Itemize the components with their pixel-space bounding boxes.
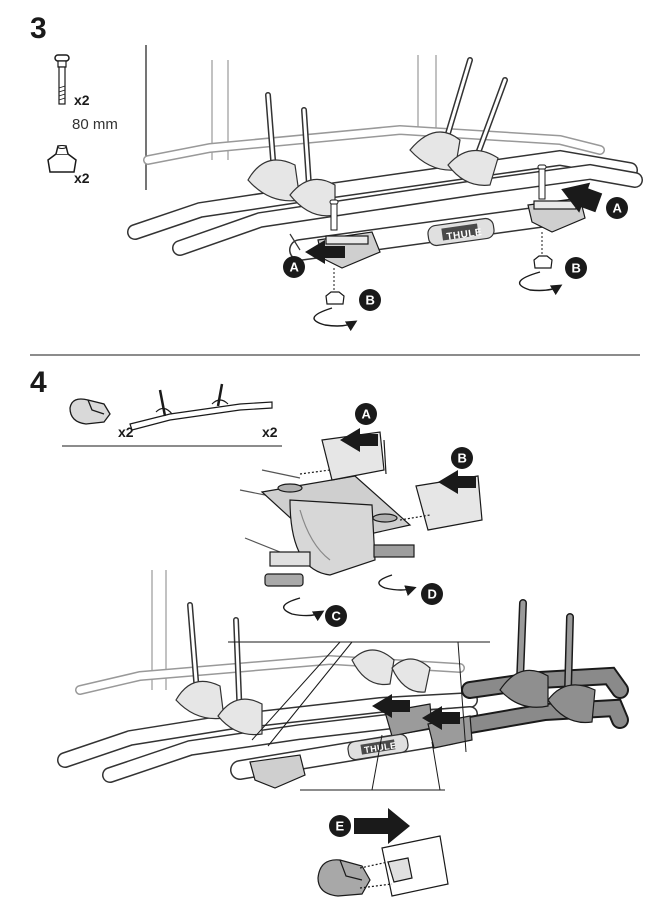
rotate-arrow-left: [313, 307, 358, 332]
rotate-arrow-c: [283, 597, 325, 622]
insert-arrow-right: [422, 706, 460, 730]
slide-arrow-b: [438, 470, 476, 494]
svg-text:A: A: [290, 260, 300, 275]
rotate-arrow-d: [378, 574, 417, 596]
svg-text:D: D: [428, 587, 437, 602]
callout-a-left: A: [283, 256, 305, 278]
rack-step3: [127, 55, 643, 269]
svg-text:B: B: [366, 293, 375, 308]
knob-left: [325, 291, 345, 305]
push-arrow-e: [354, 808, 410, 844]
svg-text:B: B: [458, 451, 467, 466]
svg-text:A: A: [613, 201, 623, 216]
step-3-number: 3: [30, 12, 47, 45]
knob-right: [533, 255, 553, 269]
bolt-right: [537, 164, 547, 255]
thule-logo-step4: [347, 733, 409, 761]
rail-quantity: x2: [262, 424, 278, 440]
svg-text:B: B: [572, 261, 581, 276]
slide-arrow-a: [340, 428, 378, 452]
bracket-detail: [239, 469, 415, 587]
callout-b-4: B: [451, 447, 473, 469]
knob-icon: [47, 145, 77, 173]
end-cap-icon: [69, 398, 111, 425]
bolt-left: [329, 199, 339, 290]
end-cap-insert-detail: [317, 835, 449, 897]
brand-label-step3: THULE: [446, 227, 483, 243]
thule-logo-step3: [427, 217, 495, 247]
callout-a-right: A: [606, 197, 628, 219]
callout-a-4: A: [355, 403, 377, 425]
svg-text:A: A: [362, 407, 372, 422]
push-arrow-left: [305, 240, 345, 264]
rack-step4: [57, 570, 629, 789]
knob-quantity: x2: [74, 170, 90, 186]
bolt-length: 80 mm: [72, 116, 118, 133]
rotate-arrow-right: [518, 271, 563, 296]
step-4-number: 4: [30, 366, 47, 399]
callout-e-4: E: [329, 815, 351, 837]
insert-arrow-left: [372, 694, 410, 718]
callout-b-right: B: [565, 257, 587, 279]
bolt-icon: [54, 54, 70, 105]
rail-icon: [129, 383, 273, 431]
callout-c-4: C: [325, 605, 347, 627]
push-arrow-right: [561, 182, 603, 213]
callout-b-left: B: [359, 289, 381, 311]
svg-text:E: E: [336, 819, 345, 834]
cap-quantity: x2: [118, 424, 134, 440]
bolt-quantity: x2: [74, 92, 90, 108]
svg-text:C: C: [332, 609, 342, 624]
callout-d-4: D: [421, 583, 443, 605]
zoom-lines: [228, 641, 490, 791]
